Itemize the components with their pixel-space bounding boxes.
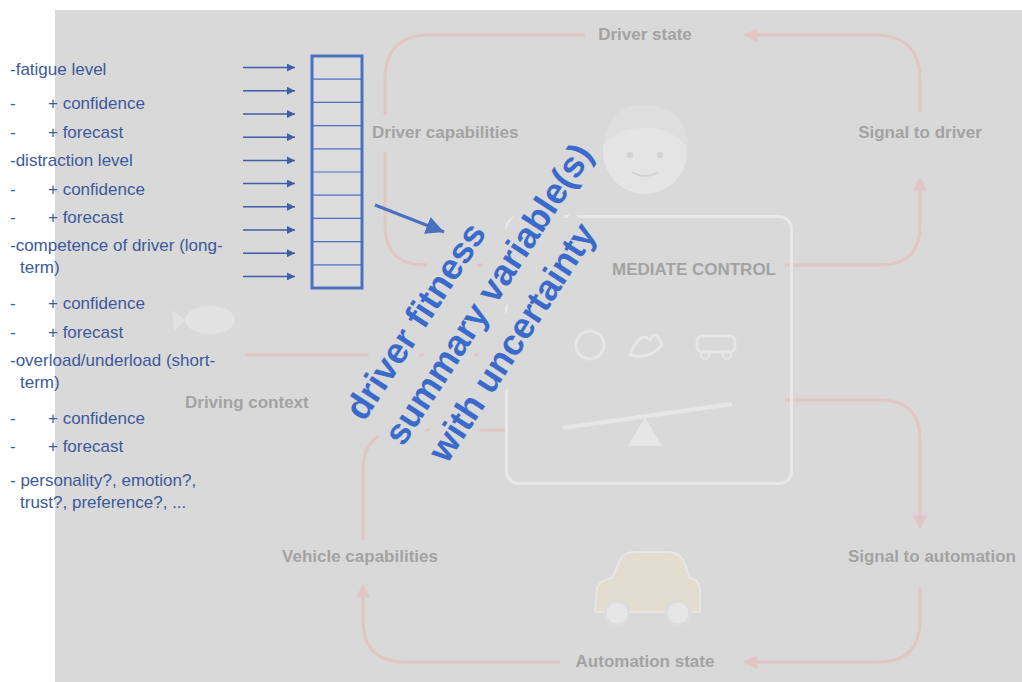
vector-cell-divider — [312, 195, 362, 196]
faded-diagram-label: Automation state — [576, 652, 715, 672]
faded-car — [595, 552, 700, 625]
faded-loop-line — [385, 35, 585, 115]
car-wheel — [605, 601, 629, 625]
faded-diagram-label: Driver capabilities — [372, 123, 518, 143]
faded-diagram-label: Driving context — [185, 393, 309, 413]
vector-outline — [312, 56, 362, 288]
bullet-dash: - — [10, 179, 16, 201]
box-hands-icon — [630, 335, 662, 356]
bullet-dash: - — [10, 436, 16, 458]
box-title: MEDIATE CONTROL — [612, 260, 776, 280]
sub-item: + confidence — [48, 93, 145, 115]
faded-diagram-label: Vehicle capabilities — [282, 547, 438, 567]
vector-cell-divider — [312, 148, 362, 149]
faded-box-icons — [563, 331, 735, 446]
bullet-dash: - — [10, 293, 16, 315]
input-arrow — [243, 183, 295, 185]
box-car-wheel — [701, 351, 709, 359]
sub-item: + forecast — [48, 207, 123, 229]
seesaw-pivot — [628, 417, 662, 446]
bullet-dash: - — [10, 207, 16, 229]
input-arrow — [243, 229, 295, 231]
feature-item: -distraction level — [10, 150, 133, 172]
sub-item: + confidence — [48, 293, 145, 315]
input-arrow — [243, 160, 295, 162]
car-wheel — [666, 601, 690, 625]
sub-item: + confidence — [48, 179, 145, 201]
face-mouth — [632, 172, 658, 176]
input-arrow — [243, 276, 295, 278]
face-eye — [627, 152, 633, 158]
faded-diagram-label: Driver state — [598, 25, 692, 45]
vector-cell-divider — [312, 125, 362, 126]
faded-diagram-label: Signal to automation — [848, 547, 1016, 567]
input-arrow — [243, 67, 295, 69]
bullet-dash: - — [10, 93, 16, 115]
box-car-icon — [697, 336, 735, 352]
bullet-dash: - — [10, 122, 16, 144]
vector-cell-divider — [312, 218, 362, 219]
input-arrow — [243, 90, 295, 92]
vector-cell-dividers — [312, 79, 362, 265]
faded-context-icon — [172, 306, 235, 334]
box-car-wheel — [723, 351, 731, 359]
vector-cell-divider — [312, 102, 362, 103]
sub-item: + forecast — [48, 436, 123, 458]
vector-cell-divider — [312, 79, 362, 80]
face-eye — [657, 152, 663, 158]
vector-cell-divider — [312, 241, 362, 242]
faded-loop-line — [745, 588, 920, 662]
sub-item: + forecast — [48, 322, 123, 344]
sub-item: + confidence — [48, 408, 145, 430]
faded-loop-line — [363, 585, 560, 662]
sub-item: + forecast — [48, 122, 123, 144]
feature-item: -competence of driver (long-term) — [10, 235, 240, 279]
input-arrow — [243, 136, 295, 138]
input-arrow — [243, 206, 295, 208]
bullet-dash: - — [10, 408, 16, 430]
summary-arrow — [375, 205, 444, 232]
face-hair — [603, 105, 688, 149]
vector-box — [312, 56, 362, 288]
feature-item: -fatigue level — [10, 59, 106, 81]
faded-driver-face — [603, 105, 688, 195]
bullet-dash: - — [10, 322, 16, 344]
faded-loop-line — [785, 400, 920, 528]
grey-panel — [55, 10, 1022, 682]
faded-diagram-label: Signal to driver — [858, 123, 982, 143]
faded-loop-line — [785, 178, 920, 265]
feature-item: - personality?, emotion?, trust?, prefer… — [10, 470, 240, 514]
box-face-icon — [576, 331, 604, 359]
feature-item: -overload/underload (short-term) — [10, 350, 240, 394]
input-arrow — [243, 113, 295, 115]
context-icon-body — [185, 306, 235, 334]
input-arrow — [243, 252, 295, 254]
vector-cell-divider — [312, 171, 362, 172]
vector-cell-divider — [312, 264, 362, 265]
faded-loop-line — [745, 35, 920, 112]
context-icon-tail — [172, 310, 185, 332]
input-arrows — [243, 68, 295, 277]
faded-loop — [245, 35, 920, 662]
